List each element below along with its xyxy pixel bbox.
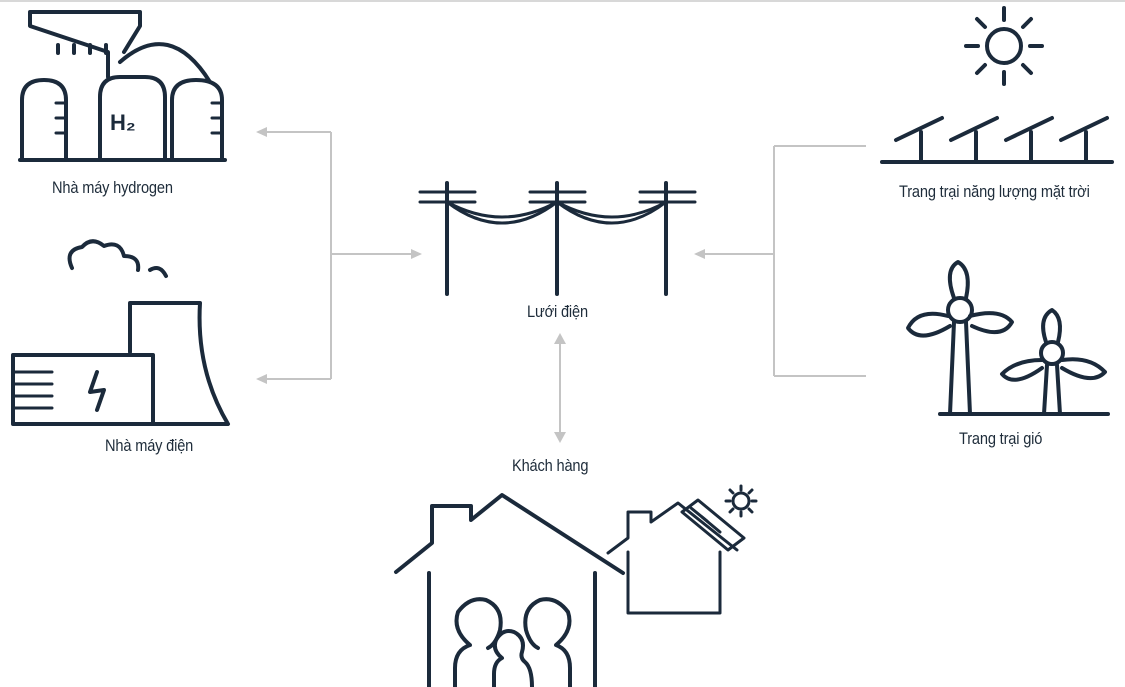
label-wind-farm: Trang trại gió [959, 429, 1043, 448]
solar-panels-icon [880, 116, 1114, 164]
label-customers: Khách hàng [512, 456, 589, 475]
customer-houses-icon [394, 484, 758, 687]
connector-to-left-plants [256, 127, 422, 384]
label-hydrogen-plant: Nhà máy hydrogen [52, 178, 173, 197]
sun-icon [964, 6, 1044, 86]
connector-from-right-farms [694, 145, 866, 377]
label-grid: Lưới điện [527, 302, 588, 321]
power-grid-icon [418, 181, 697, 296]
h2-glyph: H₂ [110, 110, 136, 135]
label-power-plant: Nhà máy điện [105, 436, 194, 455]
wind-turbines-icon [906, 260, 1110, 416]
label-solar-farm: Trang trại năng lượng mặt trời [899, 182, 1090, 201]
hydrogen-plant-icon [18, 10, 227, 162]
power-plant-icon [11, 239, 230, 426]
family-icon [453, 597, 572, 687]
grid-customer-double-arrow [554, 333, 566, 443]
